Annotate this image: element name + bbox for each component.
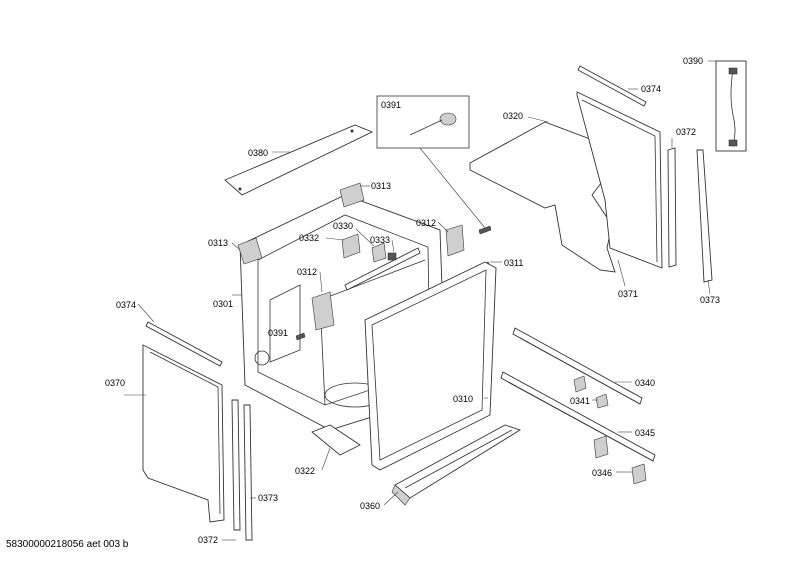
label-0322: 0322	[295, 466, 315, 476]
part-0372-side-rail[interactable]	[667, 147, 677, 268]
label-0313-left: 0313	[208, 238, 228, 248]
leader-0312a	[437, 221, 449, 233]
label-0320: 0320	[503, 111, 523, 121]
label-0340: 0340	[635, 378, 655, 388]
label-0301: 0301	[213, 299, 233, 309]
part-0330-bracket[interactable]	[371, 242, 387, 263]
part-0391-screw[interactable]	[478, 225, 492, 235]
part-0371-side-panel[interactable]	[576, 91, 663, 269]
part-0391-screw-left[interactable]	[295, 332, 306, 341]
label-0341: 0341	[570, 396, 590, 406]
label-0374-left: 0374	[116, 300, 136, 310]
label-0391-detail: 0391	[381, 100, 401, 110]
leader-0322	[321, 447, 331, 471]
part-0345-rail[interactable]	[500, 371, 656, 462]
label-0312-left: 0312	[297, 267, 317, 277]
label-0346: 0346	[592, 468, 612, 478]
part-0313-clip-left[interactable]	[237, 237, 263, 265]
label-0333: 0333	[370, 235, 390, 245]
part-0332-bracket[interactable]	[341, 233, 361, 259]
leader-0333	[391, 239, 395, 253]
label-0310: 0310	[453, 394, 473, 404]
part-0391-detail[interactable]	[376, 95, 470, 149]
part-0333-rail[interactable]	[344, 247, 421, 291]
label-0374-top: 0374	[641, 84, 661, 94]
label-0380: 0380	[248, 148, 268, 158]
label-0390: 0390	[683, 56, 703, 66]
part-0374-side-strip[interactable]	[145, 321, 223, 367]
leader-0371	[617, 259, 626, 287]
leader-0330	[355, 228, 375, 247]
leader-0320	[527, 116, 549, 123]
part-0372-side-rail-left[interactable]	[231, 399, 241, 531]
label-0371: 0371	[618, 289, 638, 299]
leader-0391-detail	[419, 147, 486, 229]
leader-0374b	[137, 303, 155, 323]
leader-0313b	[231, 242, 241, 251]
document-number: 58300000218056 aet 003 b	[6, 539, 129, 550]
part-0313-clip-top[interactable]	[339, 182, 365, 208]
part-0341-clip[interactable]	[573, 375, 609, 409]
part-0360-plinth[interactable]	[391, 424, 522, 506]
part-0346-clip[interactable]	[593, 435, 647, 485]
label-0372-left: 0372	[198, 535, 218, 545]
label-0373-left: 0373	[258, 493, 278, 503]
part-0340-rail[interactable]	[512, 327, 643, 405]
part-0310-door-seal[interactable]	[364, 261, 497, 471]
part-0370-side-panel[interactable]	[142, 344, 225, 523]
label-0345: 0345	[635, 428, 655, 438]
part-0390-hose[interactable]	[715, 60, 747, 152]
part-0380-top-plate[interactable]	[224, 124, 374, 196]
label-0360: 0360	[360, 501, 380, 511]
part-0312-bracket-left[interactable]	[311, 291, 335, 331]
label-0391-left: 0391	[268, 328, 288, 338]
leader-0360	[383, 491, 399, 506]
label-0311: 0311	[504, 258, 523, 268]
leader-0373a	[707, 279, 711, 295]
label-0330: 0330	[333, 221, 353, 231]
label-0332: 0332	[299, 233, 319, 243]
label-0372-right: 0372	[676, 127, 696, 137]
part-0312-bracket-right[interactable]	[445, 224, 465, 257]
label-0370: 0370	[105, 378, 125, 388]
label-0313-top: 0313	[371, 181, 391, 191]
part-0373-side-rail-left[interactable]	[243, 404, 253, 541]
leader-0312b	[319, 271, 323, 293]
label-0312-right: 0312	[416, 218, 436, 228]
part-0322-base[interactable]	[311, 424, 361, 456]
label-0373-right: 0373	[700, 295, 720, 305]
leader-0332	[325, 237, 345, 241]
part-0374-top-strip[interactable]	[577, 65, 647, 107]
part-0373-side-rail[interactable]	[696, 149, 713, 283]
